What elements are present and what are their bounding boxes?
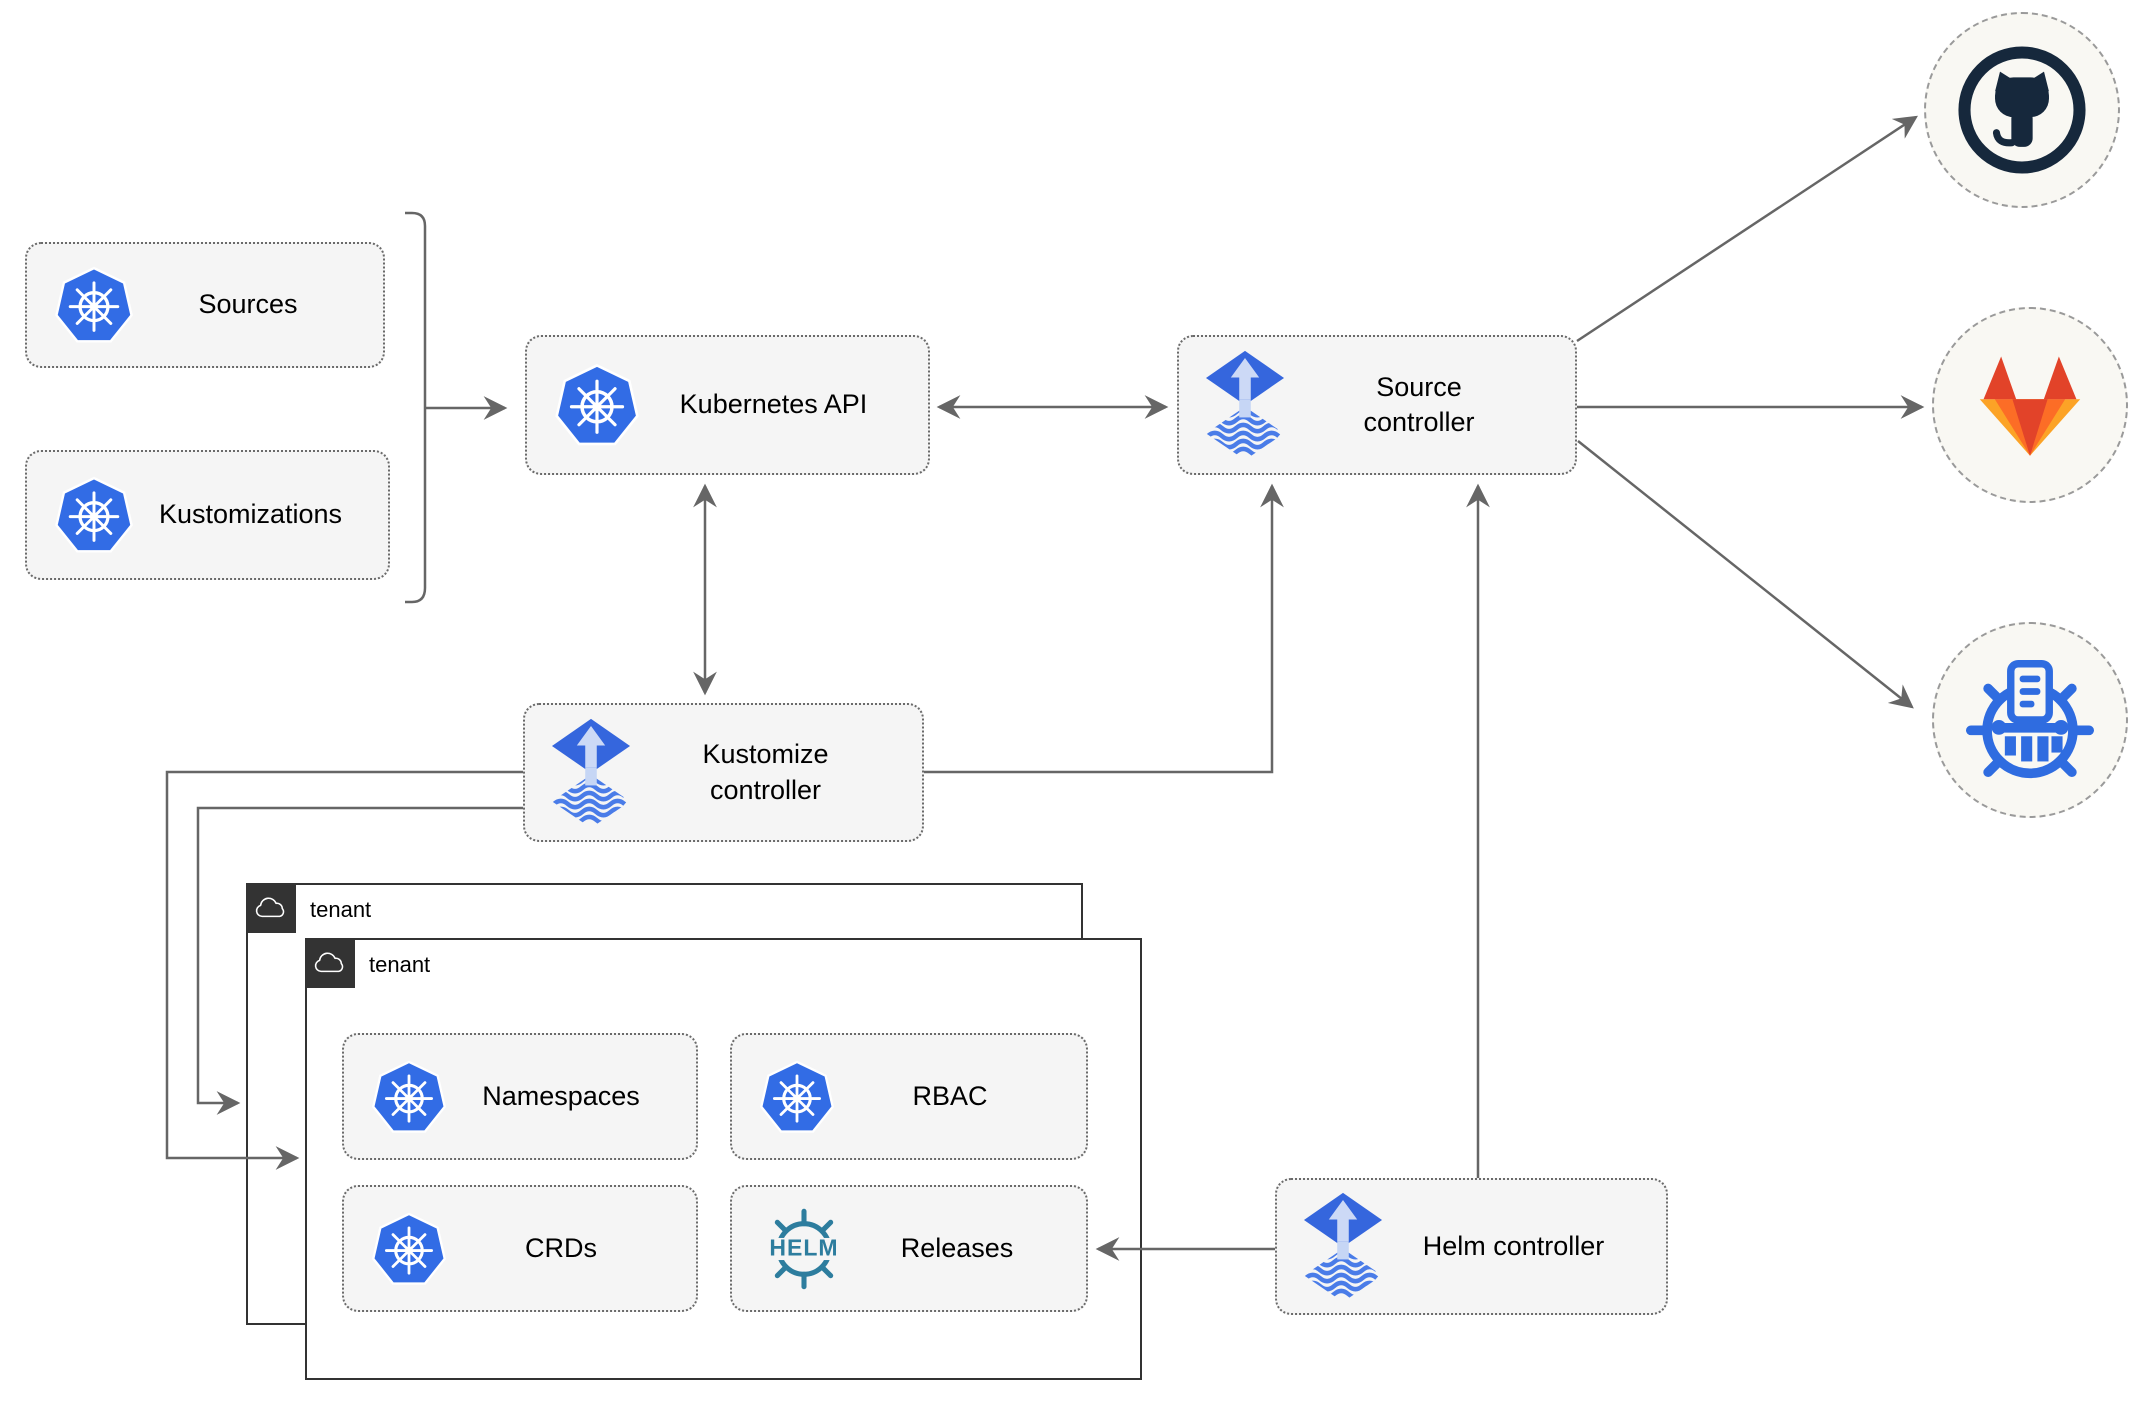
node-label: Source controller [1363, 371, 1475, 437]
node-crds: CRDs [342, 1185, 698, 1312]
flux-icon [1205, 350, 1285, 460]
node-label: Helm controller [1422, 1230, 1605, 1261]
node-releases: HELM Releases [730, 1185, 1088, 1312]
flux-icon [1303, 1192, 1383, 1302]
kubernetes-icon [53, 473, 135, 557]
kubernetes-icon [53, 263, 135, 347]
tenant-label: tenant [369, 952, 431, 977]
node-helm-controller: Helm controller [1275, 1178, 1668, 1315]
node-label: Sources [198, 289, 298, 320]
edge-brace-sources-group [405, 211, 427, 604]
node-kubernetes-api: Kubernetes API [525, 335, 930, 475]
node-label: CRDs [525, 1232, 597, 1263]
node-label: Namespaces [482, 1080, 640, 1111]
kubernetes-icon [370, 1057, 448, 1137]
node-label: Kubernetes API [679, 389, 868, 420]
kubernetes-icon [553, 360, 641, 450]
node-kustomize-controller: Kustomize controller [523, 703, 924, 842]
tenant-tab [245, 882, 296, 933]
node-source-controller: Source controller [1177, 335, 1577, 475]
helm-logo-text: HELM [769, 1233, 839, 1260]
node-label: Kustomizations [158, 499, 343, 530]
flux-icon [551, 718, 631, 828]
kubernetes-icon [370, 1209, 448, 1289]
harbor-icon [1956, 646, 2104, 794]
kubernetes-icon [758, 1057, 836, 1137]
cloud-icon [311, 949, 349, 976]
remote-github [1924, 12, 2120, 208]
edge-source-to-harbor [1577, 440, 1914, 709]
tenant-label: tenant [310, 897, 372, 922]
node-kustomizations: Kustomizations [25, 450, 390, 580]
node-label: Kustomize controller [702, 739, 829, 805]
helm-icon: HELM [758, 1203, 850, 1295]
node-label: Releases [900, 1232, 1014, 1263]
edge-kustomize-to-source [924, 483, 1284, 774]
tenant-tab [304, 937, 355, 988]
edge-source-to-github [1576, 115, 1918, 343]
node-rbac: RBAC [730, 1033, 1088, 1160]
remote-harbor [1932, 622, 2128, 818]
node-namespaces: Namespaces [342, 1033, 698, 1160]
gitlab-icon [1967, 349, 2093, 462]
github-icon [1951, 39, 2093, 181]
node-sources: Sources [25, 242, 385, 368]
cloud-icon [252, 894, 290, 921]
node-label: RBAC [912, 1080, 988, 1111]
remote-gitlab [1932, 307, 2128, 503]
